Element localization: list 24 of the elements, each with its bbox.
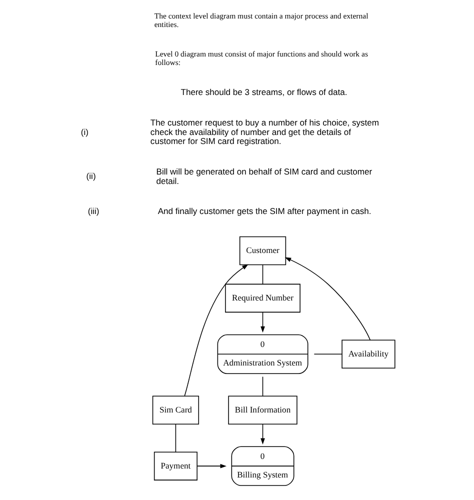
label: Bill will be generated on behalf of SIM card and customer detail. [156,166,372,186]
label: There should be 3 streams, or flows of data. [180,87,347,98]
node-box: Bill Information [228,396,297,424]
arrow [284,257,370,340]
arrow [260,312,264,333]
connector [313,354,342,355]
node-box: Sim Card [152,396,199,424]
label: (ii) [86,171,96,182]
label: And finally customer gets the SIM after payment in cash. [157,206,371,216]
node-box: Customer [238,236,286,266]
node-box: Payment [153,452,197,480]
arrow [184,264,248,396]
label: (iii) [87,206,99,216]
arrow [260,424,264,444]
label: The context level diagram must contain a major process and external entities. [154,11,368,29]
arrow [196,464,226,468]
label: The customer request to buy a number of his choice, system check the availability of number and get the details of customer for SIM card registration. [150,117,379,146]
connector [174,424,176,452]
label: Level 0 diagram must consist of major functions and should work as follows: [154,49,368,68]
node-box: Availability [341,340,395,369]
node-box: Required Number [224,284,300,313]
connector [262,376,263,396]
label: (i) [80,126,88,137]
connector [262,264,263,284]
